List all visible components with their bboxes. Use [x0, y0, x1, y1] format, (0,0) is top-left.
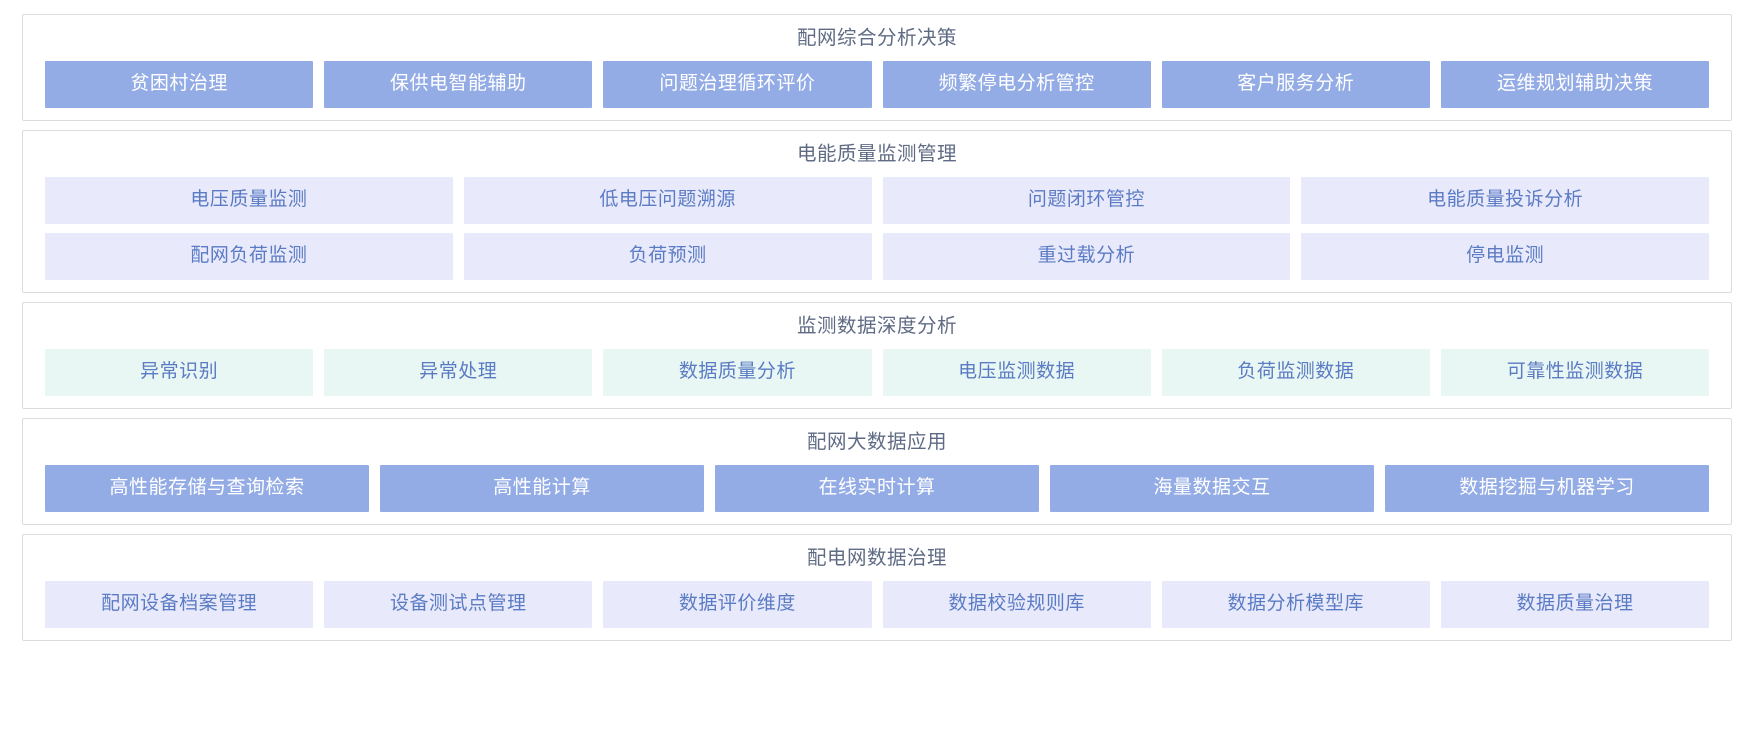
chip-row: 配网设备档案管理设备测试点管理数据评价维度数据校验规则库数据分析模型库数据质量治…	[45, 581, 1710, 628]
module-chip[interactable]: 异常识别	[45, 349, 314, 396]
module-chip[interactable]: 低电压问题溯源	[463, 177, 872, 224]
module-chip[interactable]: 负荷预测	[463, 233, 872, 280]
module-chip[interactable]: 数据挖掘与机器学习	[1385, 465, 1709, 512]
section-card: 配网综合分析决策贫困村治理保供电智能辅助问题治理循环评价频繁停电分析管控客户服务…	[22, 14, 1732, 121]
module-chip[interactable]: 在线实时计算	[715, 465, 1039, 512]
section-card: 监测数据深度分析异常识别异常处理数据质量分析电压监测数据负荷监测数据可靠性监测数…	[22, 301, 1732, 409]
module-chip[interactable]: 可靠性监测数据	[1440, 349, 1710, 396]
module-chip[interactable]: 海量数据交互	[1050, 465, 1374, 512]
section-title: 配电网数据治理	[806, 546, 947, 569]
module-chip[interactable]: 重过载分析	[882, 233, 1291, 280]
module-chip[interactable]: 数据评价维度	[603, 581, 872, 628]
module-chip[interactable]: 频繁停电分析管控	[882, 61, 1151, 108]
module-chip[interactable]: 数据分析模型库	[1161, 581, 1430, 628]
section-title: 配网大数据应用	[806, 430, 947, 453]
module-chip[interactable]: 贫困村治理	[45, 61, 314, 108]
chip-row: 异常识别异常处理数据质量分析电压监测数据负荷监测数据可靠性监测数据	[45, 349, 1710, 396]
section-title: 监测数据深度分析	[796, 314, 957, 337]
module-chip[interactable]: 负荷监测数据	[1161, 349, 1430, 396]
chip-row: 贫困村治理保供电智能辅助问题治理循环评价频繁停电分析管控客户服务分析运维规划辅助…	[45, 61, 1710, 108]
module-chip[interactable]: 数据质量治理	[1440, 581, 1710, 628]
module-chip[interactable]: 客户服务分析	[1161, 61, 1430, 108]
chip-row: 配网负荷监测负荷预测重过载分析停电监测	[45, 233, 1709, 280]
section-card: 电能质量监测管理电压质量监测低电压问题溯源问题闭环管控电能质量投诉分析配网负荷监…	[22, 130, 1732, 293]
chip-row: 电压质量监测低电压问题溯源问题闭环管控电能质量投诉分析	[45, 177, 1709, 224]
module-chip[interactable]: 问题治理循环评价	[603, 61, 872, 108]
chip-row: 高性能存储与查询检索高性能计算在线实时计算海量数据交互数据挖掘与机器学习	[45, 465, 1709, 512]
module-chip[interactable]: 电能质量投诉分析	[1301, 177, 1709, 224]
module-chip[interactable]: 数据校验规则库	[882, 581, 1151, 628]
module-chip[interactable]: 停电监测	[1301, 233, 1709, 280]
section-card: 配网大数据应用高性能存储与查询检索高性能计算在线实时计算海量数据交互数据挖掘与机…	[22, 417, 1732, 525]
section-title: 电能质量监测管理	[796, 143, 957, 165]
module-chip[interactable]: 高性能计算	[380, 465, 704, 512]
module-chip[interactable]: 配网设备档案管理	[45, 581, 314, 628]
module-chip[interactable]: 问题闭环管控	[882, 177, 1291, 224]
module-chip[interactable]: 保供电智能辅助	[324, 61, 593, 108]
module-chip[interactable]: 运维规划辅助决策	[1440, 61, 1710, 108]
module-chip[interactable]: 设备测试点管理	[324, 581, 593, 628]
section-title: 配网综合分析决策	[796, 27, 957, 49]
module-chip[interactable]: 高性能存储与查询检索	[45, 465, 369, 512]
module-chip[interactable]: 异常处理	[324, 349, 593, 396]
module-chip[interactable]: 电压监测数据	[882, 349, 1151, 396]
module-chip[interactable]: 电压质量监测	[45, 177, 453, 224]
section-card: 配电网数据治理配网设备档案管理设备测试点管理数据评价维度数据校验规则库数据分析模…	[22, 533, 1732, 641]
module-chip[interactable]: 数据质量分析	[603, 349, 872, 396]
module-chip[interactable]: 配网负荷监测	[45, 233, 453, 280]
